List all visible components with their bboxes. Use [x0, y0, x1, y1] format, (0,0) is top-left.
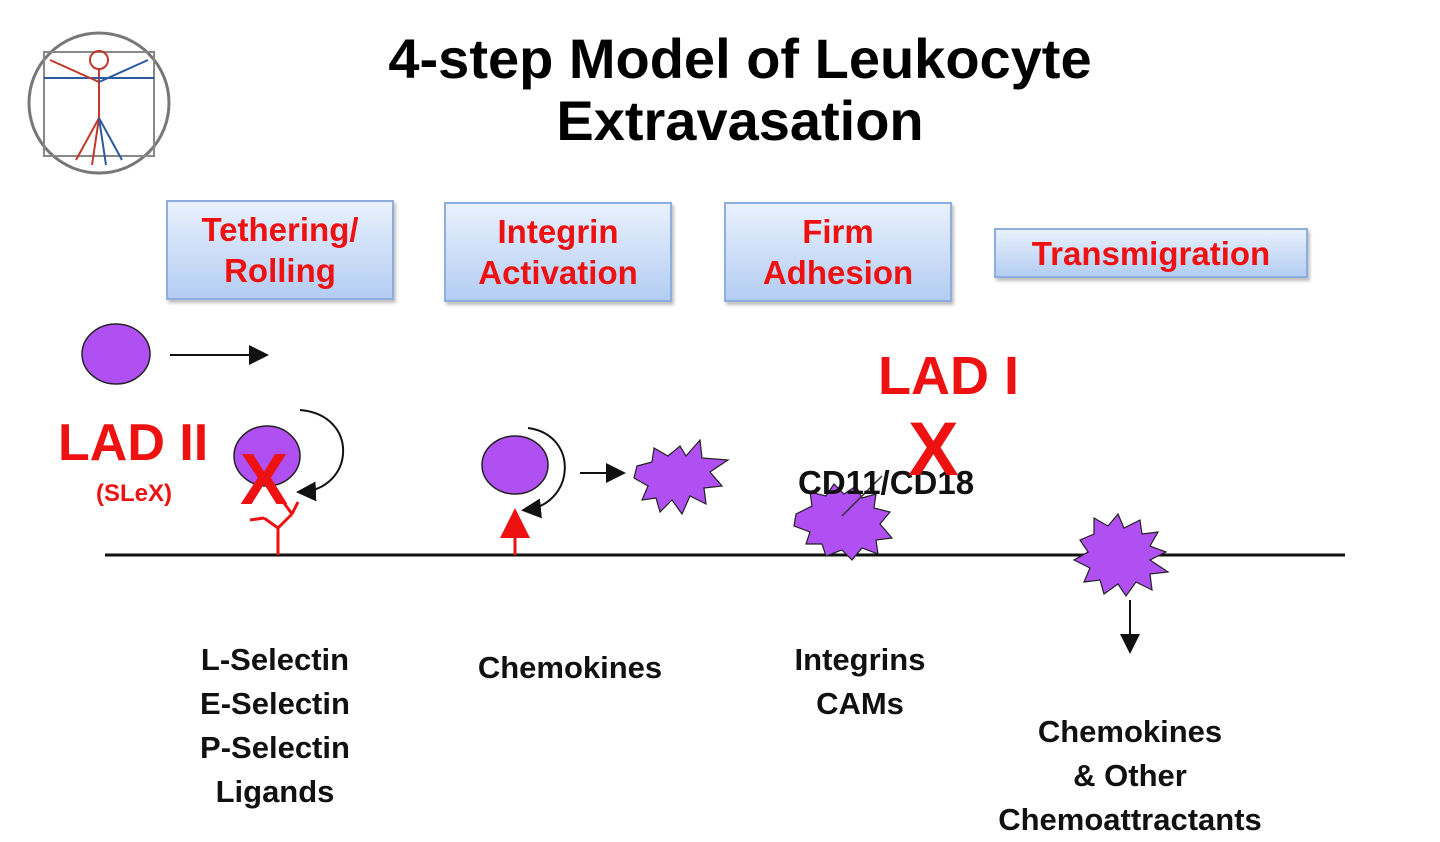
rolling-arrow: [521, 427, 566, 519]
lad1-name: LAD I: [878, 346, 1019, 406]
step-tethering-rolling: Tethering/ Rolling: [166, 200, 394, 300]
cd11-cd18-label: CD11/CD18: [798, 423, 974, 503]
selectin-ligand-icon: [249, 501, 300, 555]
integrins-label: Integrins CAMs: [760, 594, 960, 726]
step-label: Firm Adhesion: [762, 213, 914, 291]
lad2-x-mark: X: [240, 440, 288, 520]
lad2-sub: (SLeX): [96, 480, 173, 507]
vitruvian-man-icon: [27, 31, 171, 175]
step-firm-adhesion: Firm Adhesion: [724, 202, 952, 302]
step-label: Transmigration: [1031, 234, 1271, 272]
activated-leukocyte: [793, 483, 894, 561]
step-label: Tethering/ Rolling: [201, 211, 359, 289]
step-integrin-activation: Integrin Activation: [444, 202, 672, 302]
x-mark: X: [908, 407, 959, 492]
slide-title: 4-step Model of Leukocyte Extravasation: [300, 28, 1180, 152]
leukocyte-cell: [81, 323, 151, 385]
slide: 4-step Model of Leukocyte Extravasation …: [27, 28, 1345, 837]
cd-label: CD11/CD18: [798, 464, 975, 501]
chemoattractants-text: Chemokines & Other Chemoattractants: [998, 714, 1262, 837]
title-text: 4-step Model of Leukocyte Extravasation: [388, 27, 1092, 152]
cd18-pointer: [841, 475, 883, 517]
chemokines-text: Chemokines: [477, 650, 663, 685]
activated-leukocyte: [633, 438, 730, 516]
leukocyte-cell: [481, 435, 549, 495]
x-mark: X: [240, 440, 289, 520]
extravasation-diagram: [81, 323, 1345, 654]
lad2-label: LAD II: [58, 413, 208, 473]
chemoattractants-label: Chemokines & Other Chemoattractants: [960, 666, 1300, 842]
lad1-x-mark: X: [908, 408, 959, 492]
integrins-text: Integrins CAMs: [794, 642, 926, 721]
step-label: Integrin Activation: [478, 213, 638, 291]
leukocyte-cell: [233, 425, 301, 487]
step-transmigration: Transmigration: [994, 228, 1308, 278]
lad2-name: LAD II: [58, 414, 209, 472]
rolling-arrow: [296, 409, 345, 502]
selectins-label: L-Selectin E-Selectin P-Selectin Ligands: [150, 594, 400, 814]
selectins-text: L-Selectin E-Selectin P-Selectin Ligands: [200, 642, 350, 809]
transmigrating-leukocyte: [1072, 512, 1170, 598]
lad1-label: LAD I: [878, 345, 1019, 407]
chemokines-label: Chemokines: [440, 602, 700, 690]
lad2-sublabel: (SLeX): [96, 480, 172, 508]
